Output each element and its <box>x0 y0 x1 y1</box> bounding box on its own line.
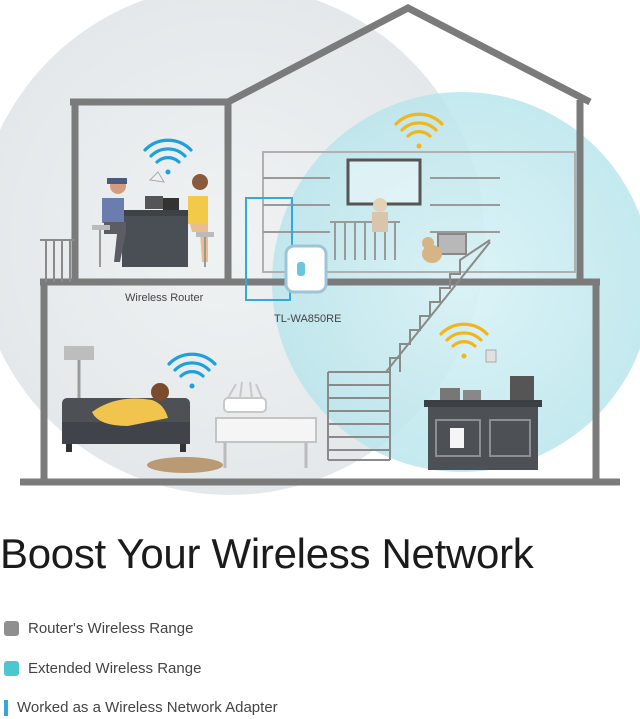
upper-room-scene <box>262 151 576 273</box>
staircase <box>327 239 491 461</box>
wifi-icon-router-lower <box>167 352 217 389</box>
legend-item-network-adapter: Worked as a Wireless Network Adapter <box>4 699 278 716</box>
network-coverage-diagram: Wireless Router TL-WA850RE <box>0 0 640 495</box>
range-extender-device <box>284 244 328 294</box>
balcony-railing <box>40 239 75 282</box>
legend-item-router-range: Router's Wireless Range <box>4 620 193 637</box>
legend-label: Extended Wireless Range <box>28 660 202 677</box>
kitchen-scene <box>424 349 542 470</box>
router-label: Wireless Router <box>125 292 204 304</box>
headline: Boost Your Wireless Network <box>0 530 534 577</box>
extender-label: TL-WA850RE <box>274 313 341 325</box>
wifi-icon-extended-upper <box>394 112 444 149</box>
legend-swatch-extended-range <box>4 661 19 676</box>
living-room-scene <box>62 346 317 473</box>
wifi-icon-router-upper <box>143 138 193 175</box>
legend-label: Router's Wireless Range <box>28 620 194 637</box>
office-scene <box>92 171 214 267</box>
legend-swatch-network-adapter <box>4 699 8 716</box>
pets-upper <box>372 198 442 263</box>
legend-label: Worked as a Wireless Network Adapter <box>17 699 278 716</box>
legend-swatch-router-range <box>4 621 19 636</box>
legend-item-extended-range: Extended Wireless Range <box>4 660 201 677</box>
wifi-icon-extended-lower <box>439 322 489 359</box>
